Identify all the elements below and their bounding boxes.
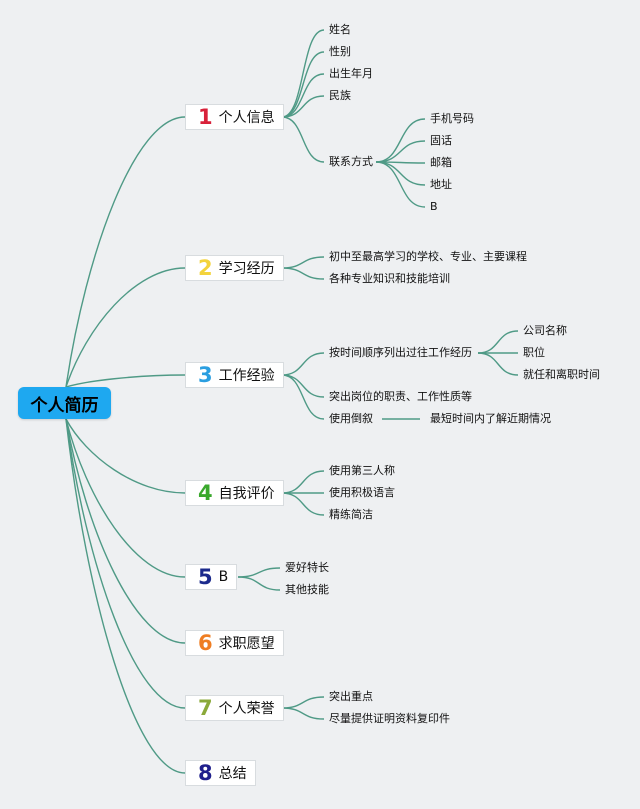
connector-0 — [281, 29, 325, 118]
leaf-1-5-3: 邮箱 — [430, 156, 452, 169]
branch-label-7: 个人荣誉 — [218, 701, 275, 717]
leaf-1-5-1: 手机号码 — [430, 112, 474, 125]
connector-4 — [281, 116, 325, 163]
leaf-1-5-2: 固话 — [430, 134, 452, 147]
branch-label-2: 学习经历 — [218, 261, 275, 277]
leaf-4-1: 使用第三人称 — [329, 464, 395, 477]
branch-label-6: 求职愿望 — [218, 636, 275, 652]
connector-root-4 — [65, 418, 186, 494]
branch-node-7[interactable]: 7 个人荣誉 — [185, 695, 284, 721]
branch-label-3: 工作经验 — [218, 368, 275, 384]
branch-node-1[interactable]: 1 个人信息 — [185, 104, 284, 130]
branch-number-1: 1 — [198, 105, 213, 129]
branch-number-6: 6 — [198, 631, 213, 655]
branch-node-2[interactable]: 2 学习经历 — [185, 255, 284, 281]
leaf-3-1-1: 公司名称 — [523, 324, 567, 337]
connector-8 — [375, 161, 426, 186]
connector-24 — [281, 696, 325, 709]
leaf-3-1: 按时间顺序列出过往工作经历 — [329, 346, 472, 359]
leaf-2-2: 各种专业知识和技能培训 — [329, 272, 450, 285]
connector-23 — [237, 576, 281, 591]
leaf-3-1-3: 就任和离职时间 — [523, 368, 600, 381]
connector-22 — [237, 567, 281, 578]
connector-15 — [477, 330, 519, 354]
branch-node-6[interactable]: 6 求职愿望 — [185, 630, 284, 656]
leaf-1-5-4: 地址 — [430, 178, 452, 191]
branch-number-7: 7 — [198, 696, 213, 720]
leaf-7-1: 突出重点 — [329, 690, 373, 703]
connector-11 — [281, 267, 325, 280]
branch-label-8: 总结 — [218, 766, 247, 782]
connector-10 — [281, 256, 325, 269]
connector-root-8 — [65, 418, 186, 774]
branch-label-1: 个人信息 — [218, 110, 275, 126]
connector-1 — [281, 51, 325, 118]
branch-node-4[interactable]: 4 自我评价 — [185, 480, 284, 506]
leaf-3-3: 使用倒叙 — [329, 412, 373, 425]
connector-root-2 — [65, 267, 186, 388]
leaf-5-1: 爱好特长 — [285, 561, 329, 574]
branch-label-4: 自我评价 — [218, 486, 275, 502]
root-node[interactable]: 个人简历 — [18, 387, 111, 419]
leaf-2-1: 初中至最高学习的学校、专业、主要课程 — [329, 250, 527, 263]
branch-label-5: B — [218, 569, 229, 585]
leaf-1-4: 民族 — [329, 89, 351, 102]
leaf-7-2: 尽量提供证明资料复印件 — [329, 712, 450, 725]
connector-25 — [281, 707, 325, 720]
branch-number-4: 4 — [198, 481, 213, 505]
leaf-5-2: 其他技能 — [285, 583, 329, 596]
root-label: 个人简历 — [30, 395, 99, 416]
branch-node-3[interactable]: 3 工作经验 — [185, 362, 284, 388]
connector-17 — [477, 352, 519, 376]
connector-root-5 — [65, 418, 186, 578]
connector-9 — [375, 161, 426, 208]
leaf-1-5: 联系方式 — [329, 155, 373, 168]
connector-3 — [281, 95, 325, 118]
connector-5 — [375, 118, 426, 163]
connector-root-3 — [65, 374, 186, 388]
connector-6 — [375, 140, 426, 163]
leaf-1-3: 出生年月 — [329, 67, 373, 80]
leaf-1-5-5: B — [430, 200, 438, 213]
connector-2 — [281, 73, 325, 118]
connector-root-1 — [65, 116, 186, 388]
leaf-1-2: 性别 — [329, 45, 351, 58]
connector-21 — [281, 492, 325, 516]
branch-node-5[interactable]: 5 B — [185, 564, 238, 590]
branch-number-2: 2 — [198, 256, 213, 280]
branch-node-8[interactable]: 8 总结 — [185, 760, 256, 786]
leaf-3-2: 突出岗位的职责、工作性质等 — [329, 390, 472, 403]
leaf-1-1: 姓名 — [329, 23, 351, 36]
branch-number-8: 8 — [198, 761, 213, 785]
leaf-3-1-2: 职位 — [523, 346, 545, 359]
leaf-3-3-1: 最短时间内了解近期情况 — [430, 412, 551, 425]
connector-root-6 — [65, 418, 186, 644]
connector-19 — [281, 470, 325, 494]
connector-root-7 — [65, 418, 186, 709]
connector-14 — [281, 374, 325, 420]
branch-number-5: 5 — [198, 565, 213, 589]
connector-12 — [281, 352, 325, 376]
branch-number-3: 3 — [198, 363, 213, 387]
leaf-4-2: 使用积极语言 — [329, 486, 395, 499]
connector-13 — [281, 374, 325, 398]
leaf-4-3: 精练简洁 — [329, 508, 373, 521]
